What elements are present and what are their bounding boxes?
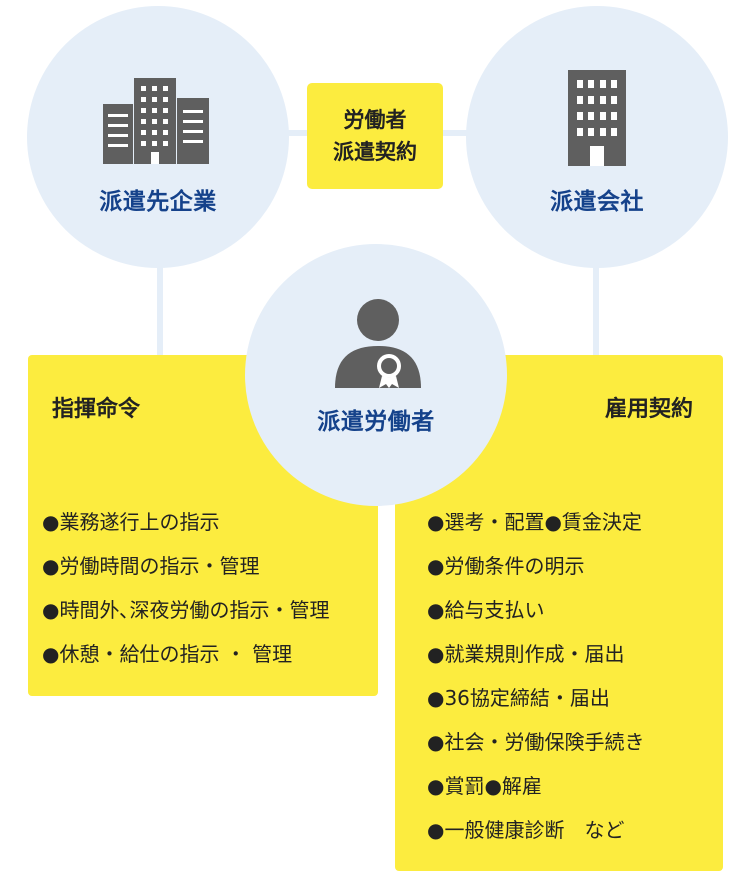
person-badge-icon (335, 299, 421, 388)
agency-node: 派遣会社 (466, 6, 728, 268)
list-item: ●一般健康診断 など (427, 818, 625, 842)
contract-line-2: 派遣契約 (333, 140, 417, 164)
command-panel-title: 指揮命令 (52, 397, 141, 422)
list-item: ●労働時間の指示・管理 (42, 554, 260, 578)
employment-panel-title: 雇用契約 (604, 397, 693, 422)
list-item: ●労働条件の明示 (427, 554, 585, 578)
list-item: ●選考・配置●賃金決定 (427, 510, 642, 534)
client-company-node: 派遣先企業 (27, 6, 289, 268)
contract-line-1: 労働者 (343, 108, 407, 132)
list-item: ●業務遂行上の指示 (42, 510, 220, 534)
worker-label: 派遣労働者 (317, 409, 435, 435)
office-tower-icon (568, 70, 626, 166)
command-items-list: ●業務遂行上の指示 ●労働時間の指示・管理 ●時間外､深夜労働の指示・管理 ●休… (42, 500, 329, 676)
office-building-icon (103, 78, 209, 164)
dispatch-contract-box: 労働者 派遣契約 (307, 83, 443, 189)
agency-label: 派遣会社 (550, 189, 644, 215)
list-item: ●休憩・給仕の指示 ・ 管理 (42, 642, 293, 666)
worker-node: 派遣労働者 (245, 244, 507, 506)
list-item: ●36協定締結・届出 (427, 686, 610, 710)
list-item: ●時間外､深夜労働の指示・管理 (42, 598, 330, 622)
list-item: ●給与支払い (427, 598, 545, 622)
connector-left-vertical (157, 250, 163, 360)
employment-items-list: ●選考・配置●賃金決定 ●労働条件の明示 ●給与支払い ●就業規則作成・届出 ●… (427, 500, 644, 852)
list-item: ●賞罰●解雇 (427, 774, 542, 798)
connector-right-vertical (593, 250, 599, 360)
list-item: ●就業規則作成・届出 (427, 642, 625, 666)
command-panel: 指揮命令 ●業務遂行上の指示 ●労働時間の指示・管理 ●時間外､深夜労働の指示・… (28, 355, 378, 696)
list-item: ●社会・労働保険手続き (427, 730, 645, 754)
client-company-label: 派遣先企業 (99, 189, 217, 215)
